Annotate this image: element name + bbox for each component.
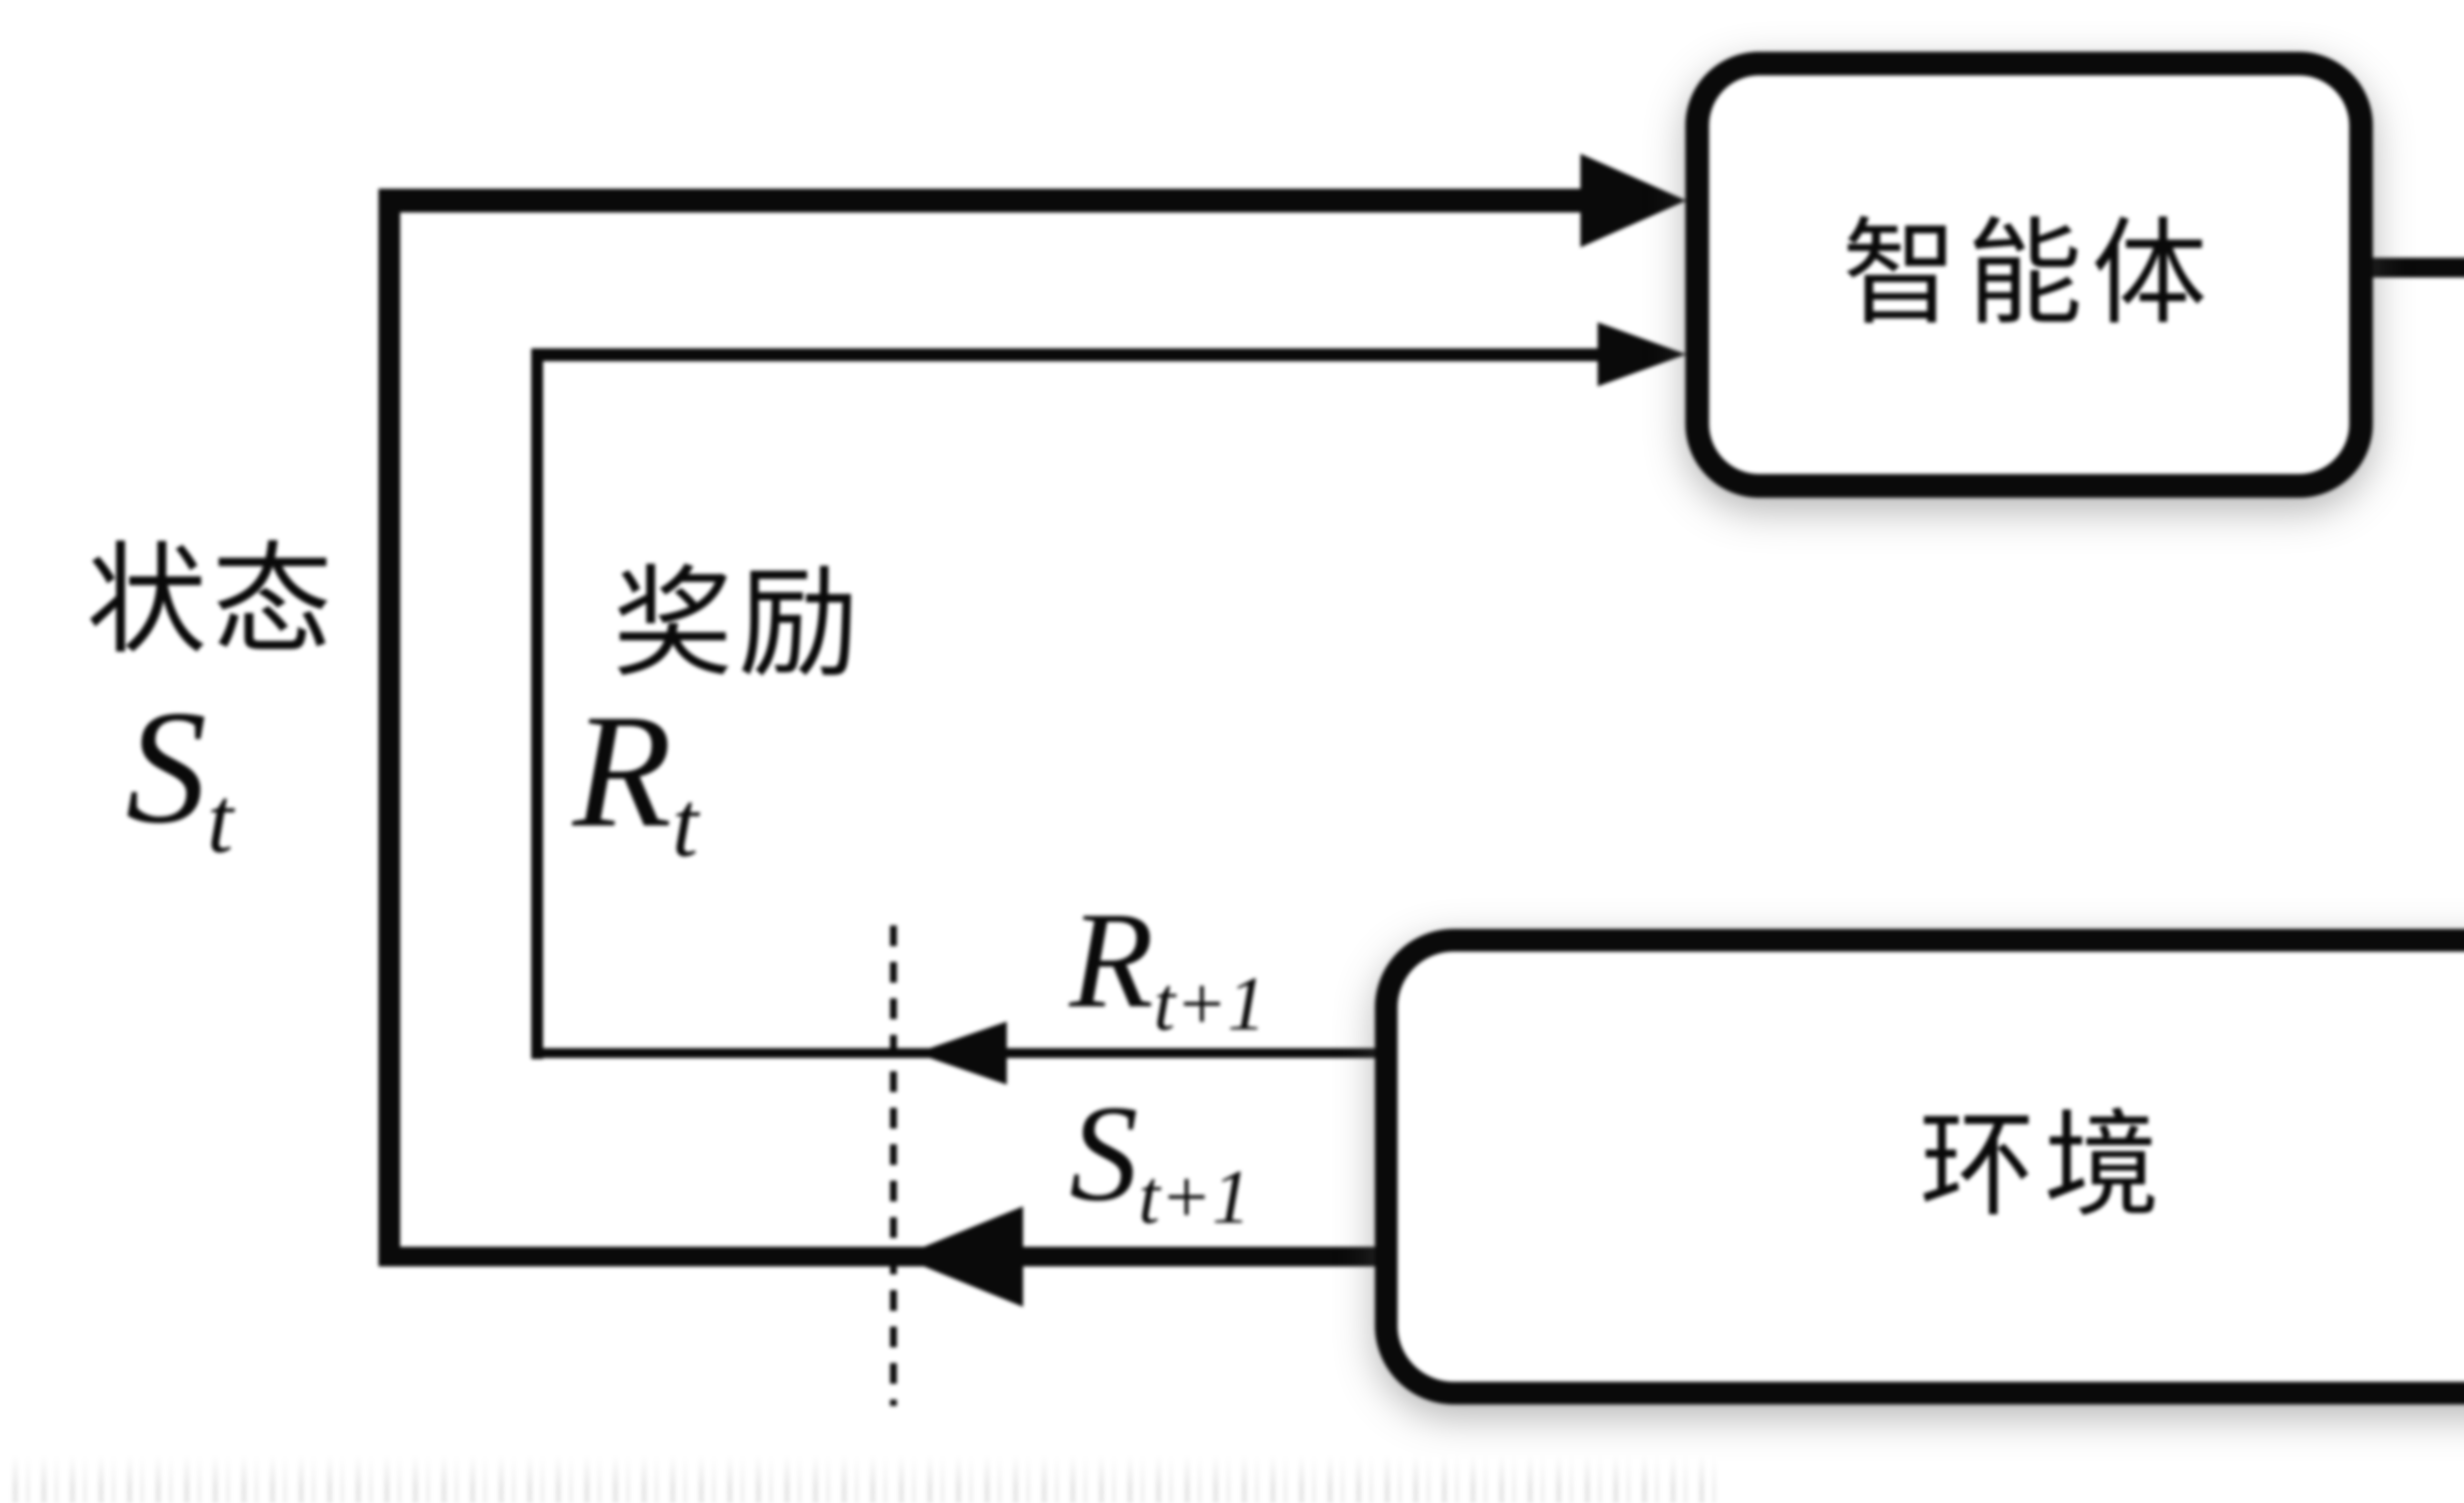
reward-to-agent-arrowhead-icon <box>1598 322 1686 386</box>
reward-loop-vertical-line <box>531 348 543 1059</box>
next-state-arrowhead-icon <box>900 1206 1023 1307</box>
agent-box: 智能体 <box>1685 52 2373 498</box>
reward-caption: 奖励 <box>613 558 864 691</box>
agent-to-action-line <box>2370 258 2464 277</box>
next-state-line <box>378 1247 1376 1266</box>
environment-box: 环境 <box>1375 929 2464 1404</box>
timestep-divider-dashed-line <box>890 925 897 1406</box>
reward-to-agent-line <box>531 348 1598 361</box>
state-symbol: St <box>126 677 234 873</box>
cropped-caption-artifact <box>12 1455 1717 1503</box>
state-caption: 状态 <box>86 535 338 668</box>
reward-symbol: Rt <box>573 681 698 877</box>
next-reward-arrowhead-icon <box>916 1022 1007 1085</box>
next-reward-symbol: Rt+1 <box>1069 883 1266 1047</box>
state-to-agent-line <box>378 189 1581 212</box>
next-state-symbol: St+1 <box>1069 1076 1251 1240</box>
state-to-agent-arrowhead-icon <box>1580 154 1686 247</box>
environment-label: 环境 <box>1919 1102 2169 1230</box>
state-loop-vertical-line <box>378 189 400 1266</box>
agent-label: 智能体 <box>1842 210 2216 339</box>
